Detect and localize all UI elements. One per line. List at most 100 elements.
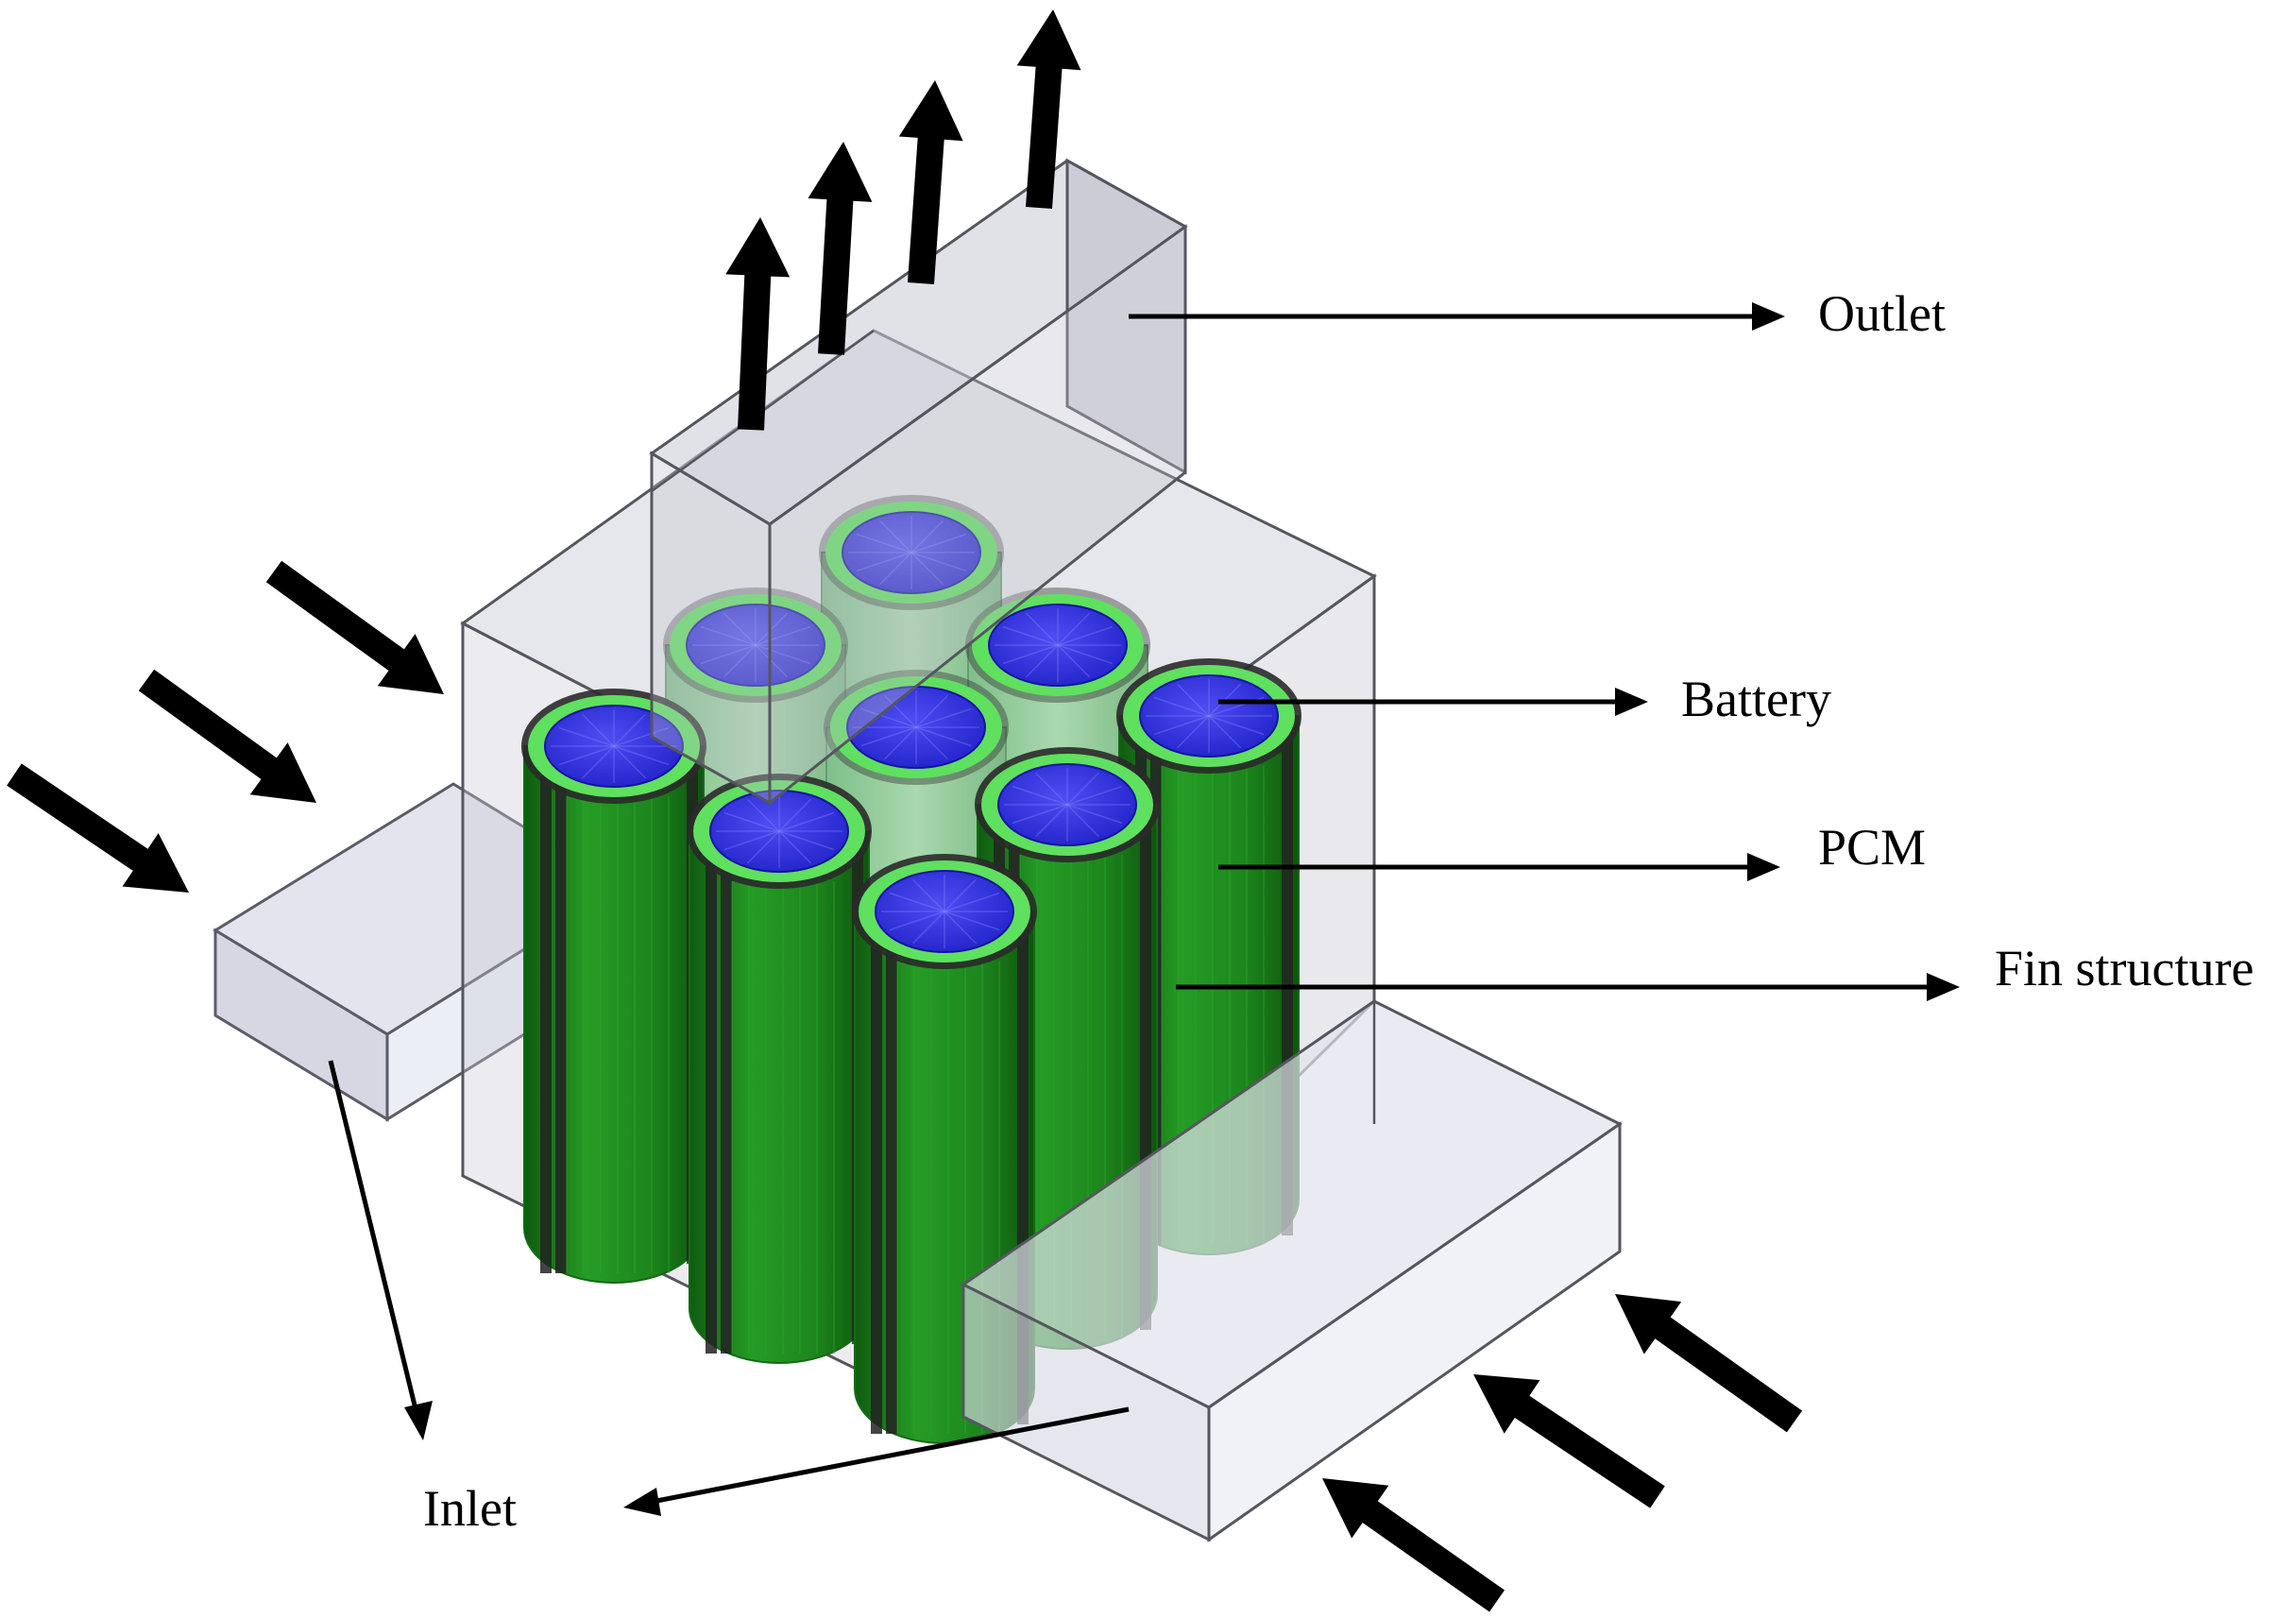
battery-top: [709, 790, 849, 873]
inlet-callout-line-left: [328, 1060, 420, 1418]
outlet-flow-arrow: [1016, 9, 1081, 209]
battery-cell: [687, 774, 872, 1364]
battery-top-spoke: [723, 612, 757, 646]
battery-top-spoke: [1066, 804, 1100, 838]
battery-top-spoke: [944, 911, 1000, 931]
inlet-label: Inlet: [423, 1480, 517, 1537]
fin-strip: [540, 756, 552, 1273]
battery-top-spoke: [723, 811, 780, 832]
battery-top-spoke: [1153, 696, 1210, 717]
battery-top-spoke: [878, 552, 912, 586]
battery-top-spoke: [723, 644, 757, 678]
battery-top-spoke: [860, 707, 917, 728]
battery-top-spoke: [911, 911, 945, 945]
battery-top-spoke: [1066, 804, 1123, 825]
battery-top-spoke: [755, 644, 789, 678]
outlet-label: Outlet: [1818, 285, 1946, 342]
battery-top-spoke: [778, 830, 835, 851]
inlet-flow-arrow: [1615, 1294, 1803, 1433]
battery-top-spoke: [889, 892, 945, 912]
battery-top-spoke: [1057, 644, 1114, 665]
battery-top-spoke: [1034, 772, 1068, 806]
outlet-callout-arrowhead: [1752, 302, 1785, 331]
battery-top-spoke: [944, 878, 978, 912]
fin-strip: [871, 921, 882, 1434]
battery-top: [544, 705, 684, 788]
battery-top-spoke: [746, 798, 780, 832]
battery-top-spoke: [558, 745, 615, 766]
battery-label: Battery: [1681, 671, 1831, 727]
battery-top-spoke: [700, 625, 757, 646]
pcm-callout-arrowhead: [1747, 853, 1780, 881]
fin-strip: [555, 756, 567, 1273]
inlet-callout-arrowhead-left: [404, 1401, 433, 1440]
fin-strip: [721, 841, 732, 1354]
battery-top-spoke: [915, 694, 949, 728]
pcm-label: PCM: [1818, 819, 1926, 876]
inlet-flow-arrow: [1322, 1478, 1505, 1612]
battery-top-spoke: [1066, 785, 1123, 806]
battery-top-spoke: [1153, 715, 1210, 736]
battery-top-spoke: [883, 726, 917, 760]
callouts: [328, 302, 1960, 1516]
battery-top-spoke: [1208, 715, 1242, 749]
inlet-callout-arrowhead-right: [623, 1488, 661, 1516]
outlet-duct: [649, 158, 1188, 807]
outlet-flow-arrow: [898, 80, 963, 284]
right-inlet-duct: [961, 999, 1623, 1542]
battery-top-spoke: [755, 644, 811, 665]
battery-top-spoke: [1057, 625, 1114, 646]
battery-top-spoke: [613, 745, 647, 779]
inlet-flow-arrow: [138, 669, 316, 803]
inlet-flow-arrow: [7, 763, 190, 893]
battery-top-spoke: [755, 612, 789, 646]
battery-top-spoke: [910, 552, 944, 586]
battery-top-spoke: [558, 726, 615, 747]
flow-arrows: [7, 9, 1803, 1612]
battery-top-spoke: [613, 726, 670, 747]
battery-top-spoke: [944, 911, 978, 945]
battery-top-spoke: [613, 713, 647, 747]
battery-top-spoke: [613, 745, 670, 766]
inlet-flow-arrow: [265, 560, 444, 694]
battery-top-spoke: [1012, 785, 1068, 806]
battery-top-spoke: [1208, 715, 1265, 736]
battery-top-spoke: [778, 798, 812, 832]
battery-top: [997, 763, 1137, 846]
battery-top-spoke: [723, 830, 780, 851]
inlet-callout-line-right: [651, 1406, 1130, 1505]
battery-top-spoke: [778, 830, 812, 864]
inlet-flow-arrow: [1473, 1374, 1665, 1508]
battery-top-spoke: [1176, 715, 1210, 749]
battery-top: [988, 604, 1128, 687]
outlet-flow-arrow: [725, 217, 791, 431]
battery-top-spoke: [1002, 625, 1059, 646]
battery-top-spoke: [1057, 644, 1091, 678]
battery-top: [686, 604, 825, 687]
battery-top-spoke: [1176, 683, 1210, 717]
battery-top-spoke: [883, 694, 917, 728]
battery-top-spoke: [856, 533, 912, 554]
battery-top-spoke: [856, 552, 912, 572]
battery-top-spoke: [910, 533, 967, 554]
battery-top-spoke: [581, 745, 615, 779]
battery-top-spoke: [889, 911, 945, 931]
battery-top-spoke: [755, 625, 811, 646]
battery-top-spoke: [581, 713, 615, 747]
battery-top-spoke: [915, 726, 949, 760]
battery-top-spoke: [910, 519, 944, 554]
battery-top: [842, 511, 981, 594]
battery-top-spoke: [746, 830, 780, 864]
battery-top-spoke: [1012, 804, 1068, 825]
battery-top-spoke: [944, 892, 1000, 912]
battery-top-spoke: [915, 707, 972, 728]
fin-strip: [706, 841, 717, 1354]
fin-structure-label: Fin structure: [1995, 940, 2253, 996]
battery-top-spoke: [778, 811, 835, 832]
battery-top-spoke: [1025, 644, 1059, 678]
battery-top: [875, 870, 1014, 953]
battery-top-spoke: [1066, 772, 1100, 806]
battery-top-spoke: [1025, 612, 1059, 646]
battery-top-spoke: [878, 519, 912, 554]
